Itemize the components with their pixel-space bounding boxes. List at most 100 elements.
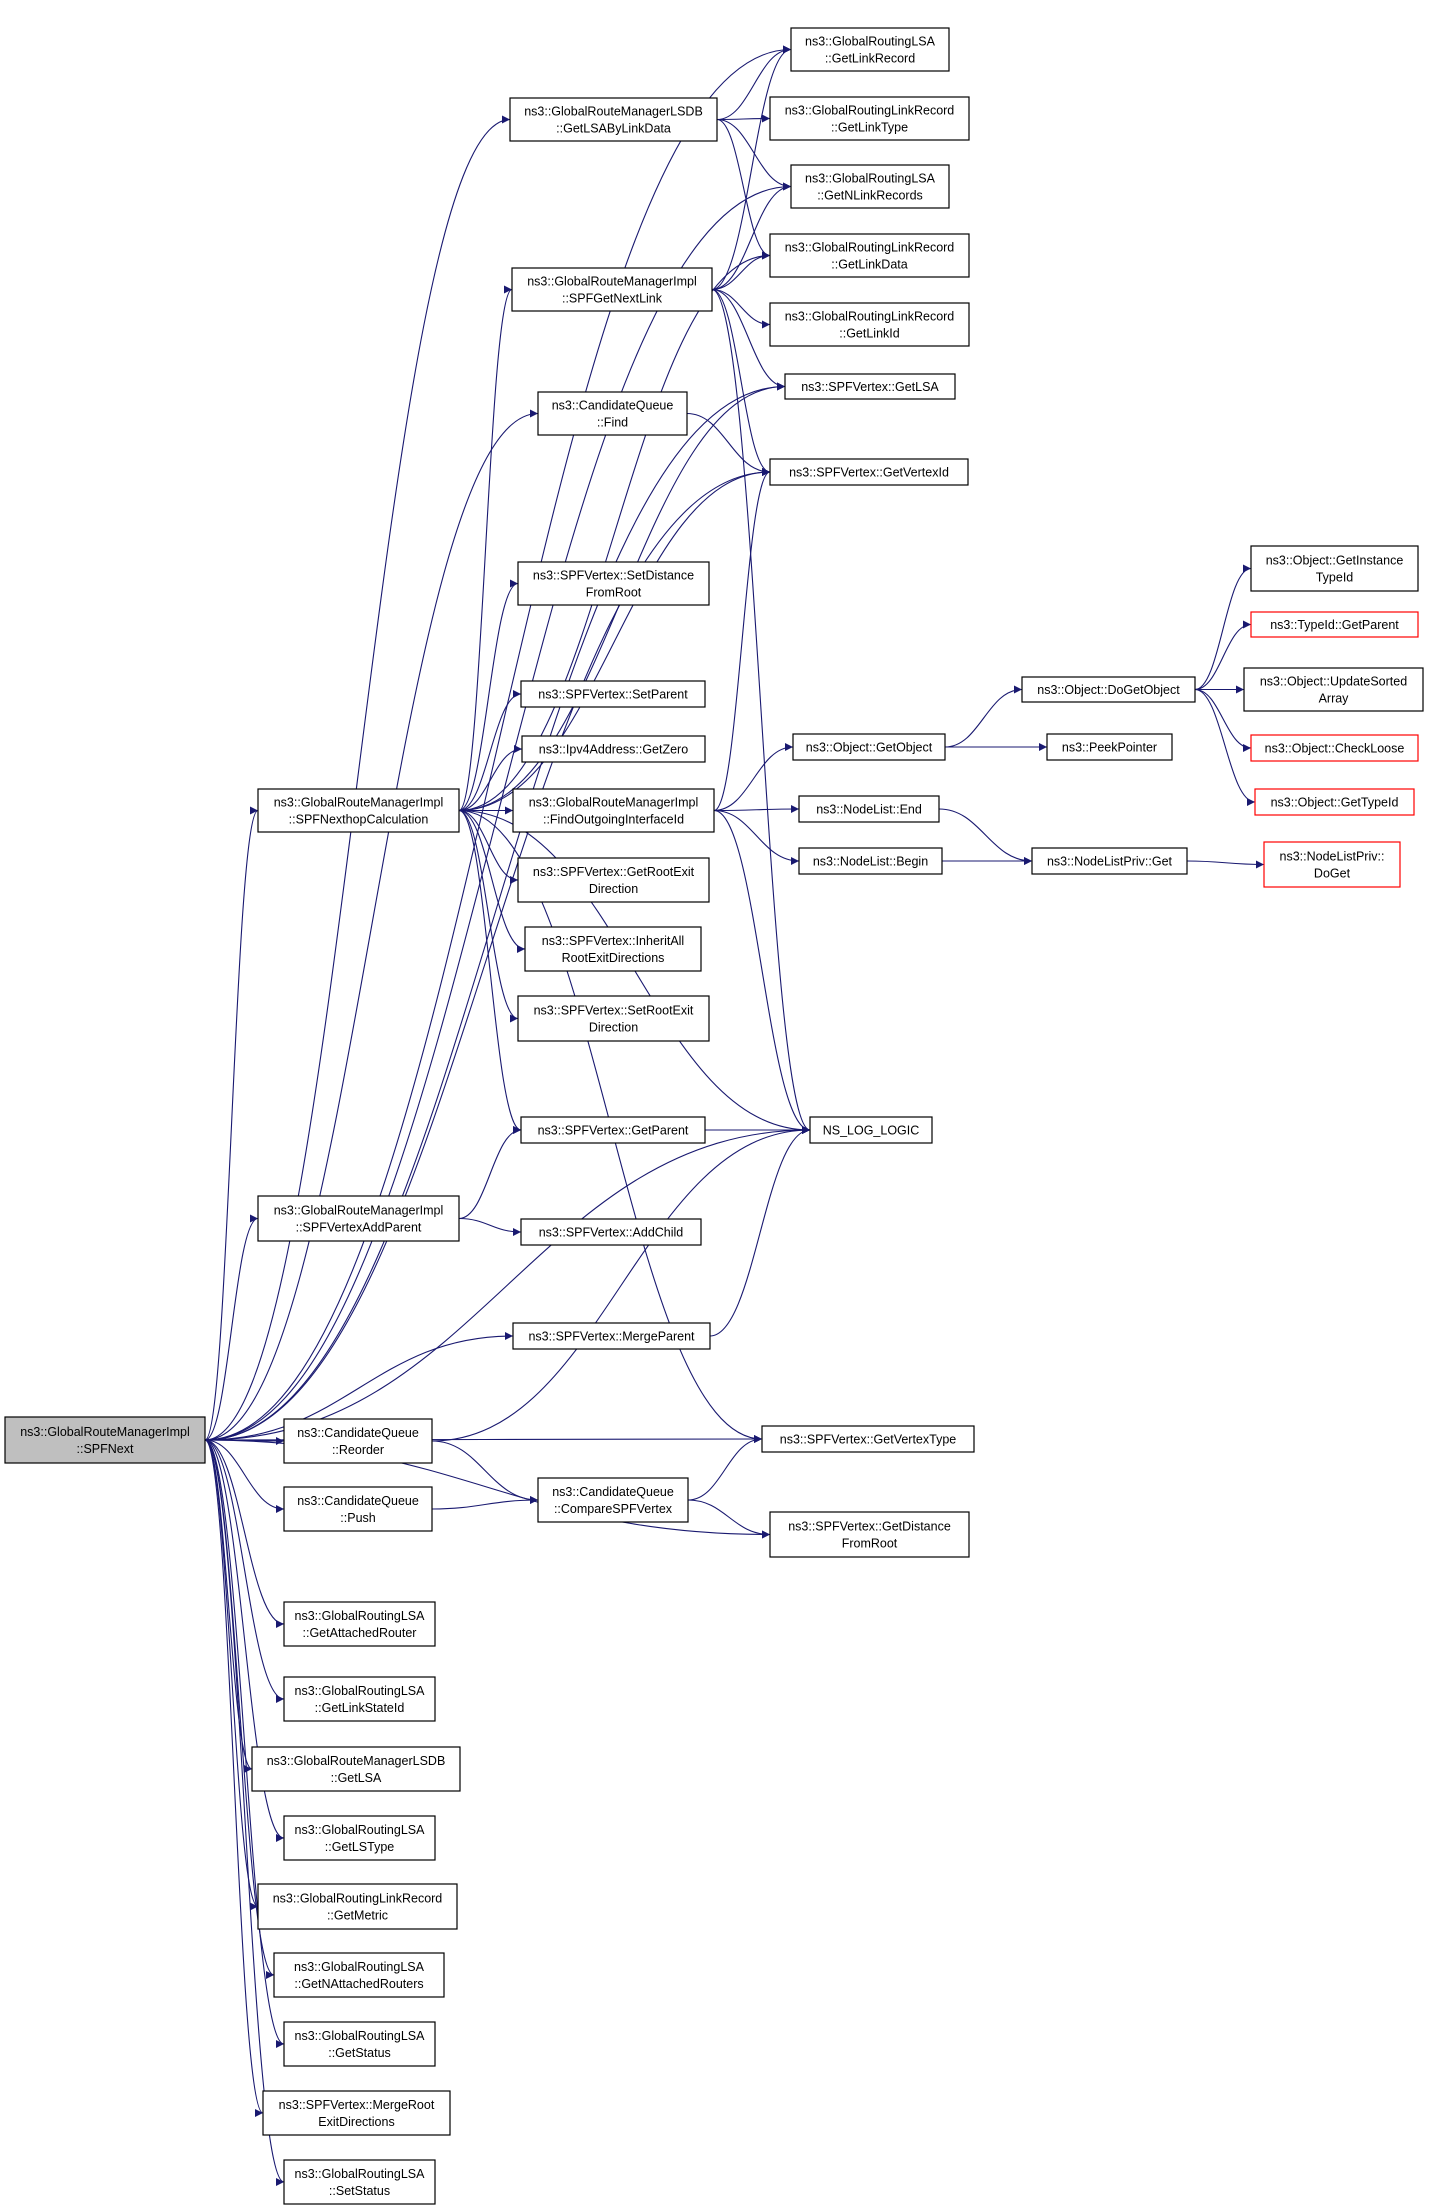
node-box [283,2021,436,2067]
function-node[interactable]: ns3::GlobalRoutingLSA::GetLSType [283,1815,436,1861]
function-node[interactable]: ns3::GlobalRoutingLinkRecord::GetLinkDat… [769,233,970,278]
function-node[interactable]: ns3::SPFVertex::SetParent [520,680,706,708]
function-node[interactable]: ns3::NodeListPriv::DoGet [1263,841,1401,888]
function-node[interactable]: ns3::PeekPointer [1046,733,1173,761]
node-label: ns3::NodeListPriv:: [1280,850,1385,864]
function-node[interactable]: ns3::SPFVertex::AddChild [520,1218,702,1246]
call-edge [204,468,771,1441]
node-label: ns3::SPFVertex::GetVertexId [789,466,949,480]
function-node[interactable]: ns3::SPFVertex::GetVertexId [769,458,969,486]
function-node[interactable]: ns3::CandidateQueue::Push [283,1486,433,1532]
function-node[interactable]: ns3::GlobalRoutingLSA::GetNLinkRecords [790,164,950,209]
node-box [769,233,970,278]
node-label: NS_LOG_LOGIC [823,1124,920,1138]
node-label: ns3::GlobalRouteManagerImpl [529,796,699,810]
function-node[interactable]: ns3::Object::DoGetObject [1021,676,1196,703]
node-box [273,1952,445,1998]
function-node[interactable]: ns3::CandidateQueue::Reorder [283,1418,433,1464]
node-label: ns3::GlobalRoutingLSA [295,1609,426,1623]
call-edge [458,809,519,884]
function-node[interactable]: ns3::NodeList::Begin [798,847,943,875]
function-node[interactable]: ns3::SPFVertex::GetVertexType [761,1425,975,1453]
node-label: ns3::SPFVertex::SetParent [538,688,688,702]
call-edge [204,1214,259,1441]
function-node[interactable]: ns3::GlobalRouteManagerLSDB::GetLSA [251,1746,461,1792]
node-box [769,458,969,486]
call-edge [204,182,792,1441]
node-label: ns3::PeekPointer [1062,741,1157,755]
function-node[interactable]: ns3::SPFVertex::InheritAllRootExitDirect… [524,926,702,972]
node-label: ::Reorder [332,1443,384,1457]
function-node[interactable]: ns3::GlobalRoutingLinkRecord::GetLinkTyp… [769,96,970,141]
function-node[interactable]: ns3::Object::CheckLoose [1250,734,1419,762]
function-node[interactable]: ns3::GlobalRoutingLinkRecord::GetLinkId [769,302,970,347]
node-box [257,788,460,833]
node-label: ::CompareSPFVertex [554,1502,673,1516]
node-box [790,164,950,209]
function-node[interactable]: ns3::GlobalRoutingLSA::GetLinkStateId [283,1676,436,1722]
call-edge [204,1439,285,1703]
function-node[interactable]: ns3::Ipv4Address::GetZero [521,735,706,763]
node-box [809,1116,933,1144]
function-node[interactable]: ns3::GlobalRouteManagerImpl::SPFVertexAd… [257,1195,460,1242]
call-edge [938,808,1033,865]
node-label: ns3::SPFVertex::SetDistance [533,569,694,583]
node-box [784,373,956,400]
node-box [257,1883,458,1930]
function-node[interactable]: ns3::GlobalRoutingLSA::SetStatus [283,2159,436,2205]
call-edge [458,251,771,812]
node-label: ::GetLSAByLinkData [556,122,671,136]
node-label: ns3::GlobalRoutingLinkRecord [785,104,955,118]
node-box [262,2090,451,2136]
node-label: ns3::NodeListPriv::Get [1047,855,1173,869]
node-label: ns3::GlobalRoutingLSA [295,2029,426,2043]
node-label: ::FindOutgoingInterfaceId [543,813,684,827]
node-box [1250,611,1419,638]
function-node[interactable]: ns3::GlobalRoutingLSA::GetAttachedRouter [283,1601,436,1647]
function-node[interactable]: ns3::GlobalRouteManagerImpl::FindOutgoin… [512,788,715,833]
function-node[interactable]: ns3::GlobalRoutingLSA::GetStatus [283,2021,436,2067]
function-node[interactable]: ns3::SPFVertex::MergeParent [512,1322,711,1350]
function-node[interactable]: ns3::GlobalRouteManagerLSDB::GetLSAByLin… [509,97,718,142]
function-node[interactable]: ns3::NodeListPriv::Get [1031,847,1188,875]
node-box [769,1511,970,1558]
function-node[interactable]: ns3::GlobalRoutingLSA::GetNAttachedRoute… [273,1952,445,1998]
call-edge [458,468,771,812]
node-label: ns3::Object::GetInstance [1266,554,1404,568]
call-edge [716,114,771,123]
node-label: ns3::Object::GetTypeId [1271,796,1399,810]
call-edge [711,45,792,291]
function-node[interactable]: ns3::GlobalRoutingLSA::GetLinkRecord [790,27,950,72]
function-node[interactable]: NS_LOG_LOGIC [809,1116,933,1144]
call-edge [458,1126,522,1220]
function-node[interactable]: ns3::Object::GetObject [792,733,946,761]
node-label: FromRoot [586,586,642,600]
call-edge [944,685,1023,748]
function-node[interactable]: ns3::NodeList::End [798,795,940,823]
call-edge [1194,688,1256,806]
function-node[interactable]: ns3::Object::GetTypeId [1254,788,1415,816]
function-node[interactable]: ns3::CandidateQueue::CompareSPFVertex [537,1477,689,1523]
call-edge [458,809,526,953]
function-node[interactable]: ns3::SPFVertex::GetLSA [784,373,956,400]
call-edge [1194,620,1252,691]
function-node[interactable]: ns3::CandidateQueue::Find [537,391,688,436]
function-node[interactable]: ns3::GlobalRouteManagerImpl::SPFNexthopC… [257,788,460,833]
function-node[interactable]: ns3::GlobalRouteManagerImpl::SPFGetNextL… [511,267,713,312]
node-box [524,926,702,972]
node-label: ::Push [340,1511,375,1525]
call-edge [711,288,811,1134]
function-node[interactable]: ns3::SPFVertex::GetParent [520,1116,706,1144]
function-node[interactable]: ns3::GlobalRoutingLinkRecord::GetMetric [257,1883,458,1930]
function-node[interactable]: ns3::TypeId::GetParent [1250,611,1419,638]
node-box [509,97,718,142]
node-box [520,1218,702,1246]
